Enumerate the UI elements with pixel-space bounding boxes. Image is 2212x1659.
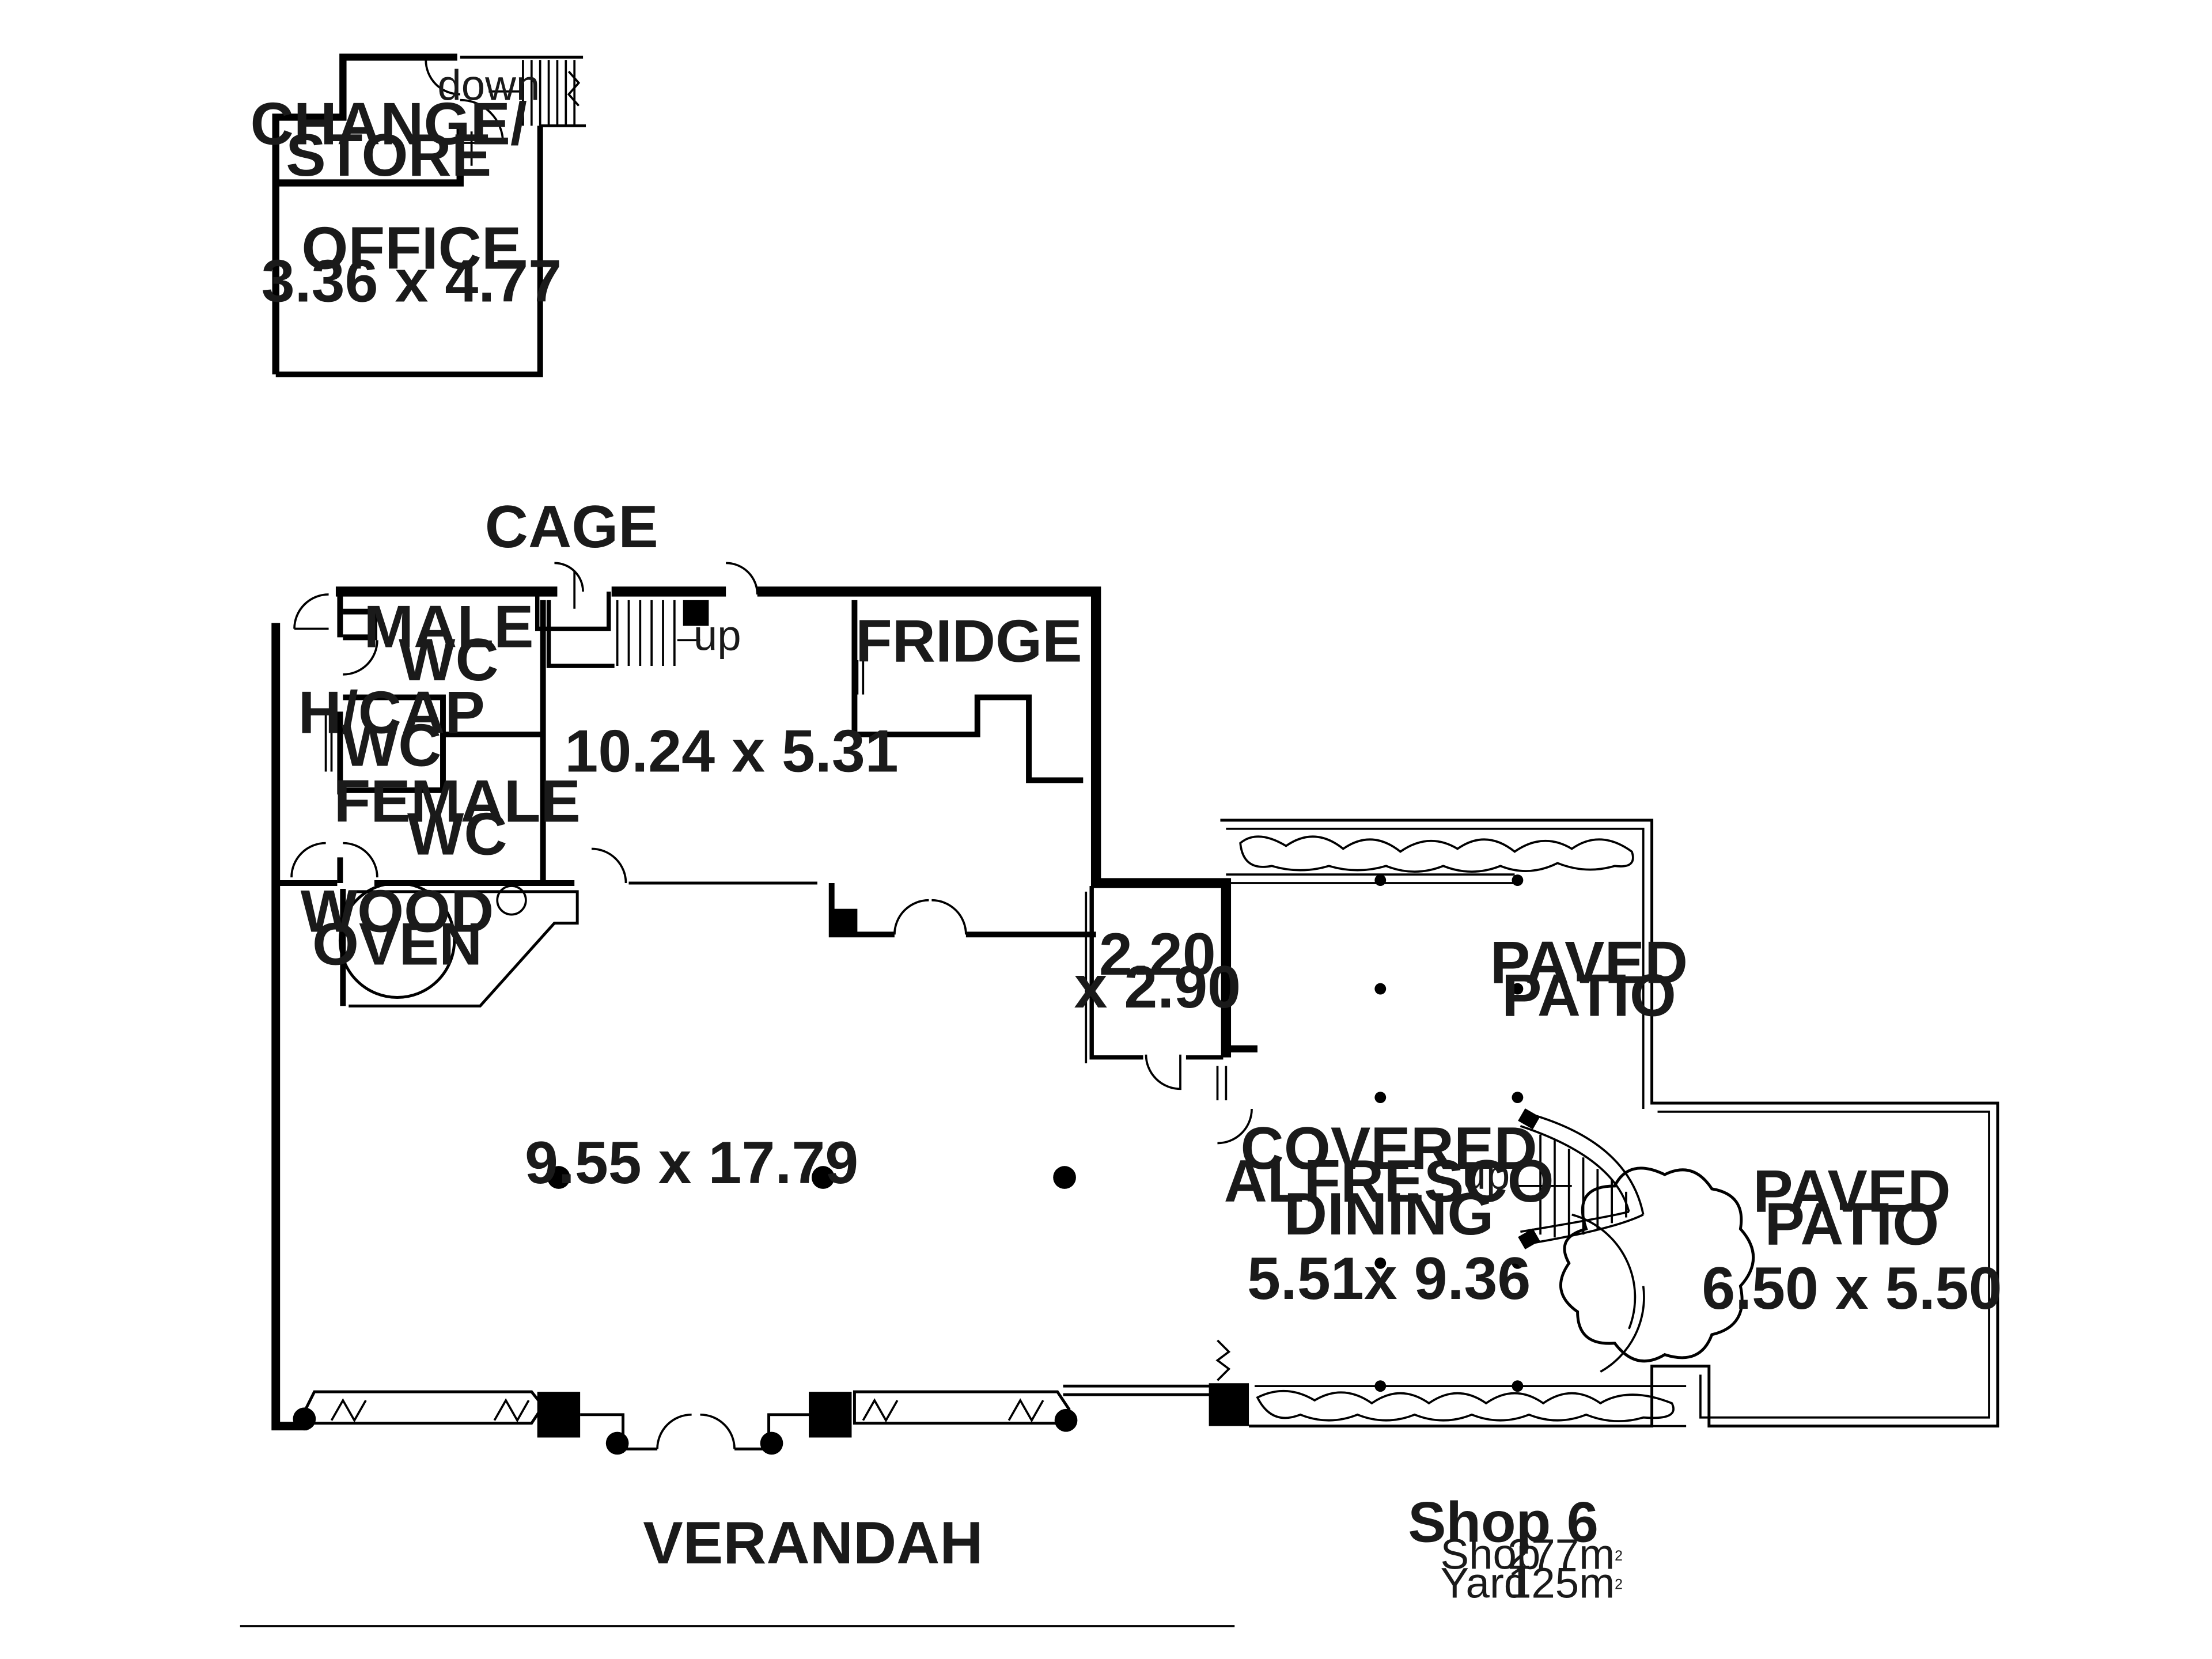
store-dimensions-2: x 2.90 [1074, 954, 1241, 1021]
kitchen-dimensions: 10.24 x 5.31 [565, 718, 898, 785]
paved-patio-label-1a: PAVED [1490, 930, 1688, 997]
room-labels: down up up CHANGE/ STORE OFFICE 3.36 x 4… [251, 62, 2002, 1577]
hcap-wc-label-2: WC [342, 713, 442, 779]
change-store-label-2: STORE [286, 122, 491, 189]
cage-label: CAGE [485, 494, 658, 560]
wood-oven-label-1: WOOD [301, 878, 494, 945]
office-dimensions: 3.36 x 4.77 [262, 248, 562, 315]
male-wc-label-1: MALE [363, 594, 533, 661]
legend-shop-value: 277m2 [1508, 1531, 1623, 1578]
verandah-label: VERANDAH [643, 1510, 983, 1577]
stair-up-label-alfresco: up [1462, 1150, 1510, 1198]
paved-patio-label-1b: PATIO [1502, 963, 1676, 1029]
paved-patio-label-2b: PATIO [1764, 1191, 1939, 1258]
female-wc-label-2: WC [407, 801, 507, 868]
paved-patio-dimensions: 6.50 x 5.50 [1702, 1255, 2002, 1322]
legend-yard-value: 125m2 [1508, 1559, 1623, 1607]
alfresco-label-2: ALFRESCO [1224, 1148, 1554, 1215]
alfresco-dimensions: 5.51x 9.36 [1247, 1245, 1531, 1312]
stair-up-label-kitchen: up [694, 612, 741, 660]
alfresco-label-1: COVERED [1241, 1115, 1537, 1182]
store-dimensions-1: 2.20 [1099, 921, 1216, 988]
male-wc-label-2: WC [399, 627, 499, 694]
alfresco-label-3: DINING [1284, 1181, 1494, 1248]
paved-patio-label-2a: PAVED [1753, 1158, 1950, 1225]
legend-title: Shop 6 [1408, 1491, 1599, 1555]
office-label: OFFICE [301, 215, 521, 282]
stair-down-label: down [437, 62, 540, 109]
legend-shop-label: Shop [1440, 1531, 1540, 1578]
legend-yard-label: Yard [1440, 1559, 1528, 1607]
fridge-label: FRIDGE [855, 608, 1082, 675]
front-facade [240, 1339, 1249, 1627]
wood-oven-label-2: OVEN [312, 911, 482, 978]
office-block [272, 54, 586, 377]
female-wc-label-1: FEMALE [334, 768, 581, 835]
hcap-wc-label-1: H/CAP [298, 680, 485, 747]
area-legend: Shop 6 Shop 277m2 Yard 125m2 [1408, 1491, 1623, 1607]
main-dining-dimensions: 9.55 x 17.79 [525, 1130, 858, 1196]
patio-outline [1220, 819, 1999, 1428]
change-store-label-1: CHANGE/ [251, 91, 527, 158]
